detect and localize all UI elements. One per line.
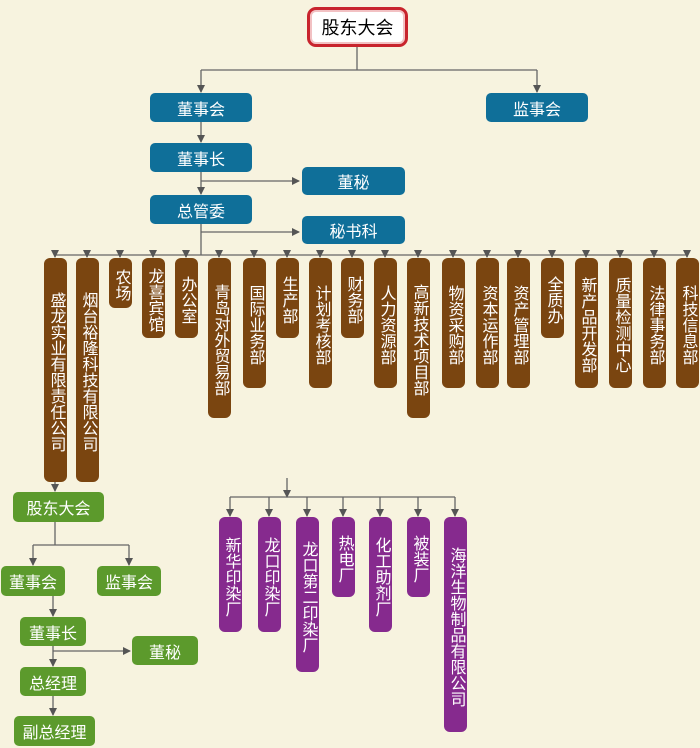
deputy-general-manager-box: 副总经理 (14, 716, 95, 746)
department-box: 农场 (108, 258, 132, 308)
department-box: 高新技术项目部 (406, 258, 430, 418)
board-secretary-box: 董秘 (302, 167, 405, 195)
department-box: 青岛对外贸易部 (207, 258, 231, 418)
management-committee-box: 总管委 (150, 195, 252, 224)
department-box: 人力资源部 (373, 258, 397, 388)
factory-box: 海洋生物制品有限公司 (443, 517, 467, 732)
department-box: 科技信息部 (675, 258, 699, 388)
factory-box: 被装厂 (406, 517, 430, 597)
secretariat-box: 秘书科 (302, 216, 405, 244)
subsidiary-supervisors-box: 监事会 (97, 566, 161, 596)
department-box: 质量检测中心 (608, 258, 632, 388)
board-of-supervisors-box: 监事会 (486, 93, 588, 122)
department-box: 全质办 (540, 258, 564, 338)
department-box: 资产管理部 (506, 258, 530, 388)
subsidiary-secretary-box: 董秘 (132, 636, 198, 665)
department-box: 新产品开发部 (574, 258, 598, 388)
department-box: 办公室 (174, 258, 198, 338)
subsidiary-board-box: 董事会 (1, 566, 65, 596)
subsidiary-chairman-box: 董事长 (20, 617, 86, 646)
department-box: 盛龙实业有限责任公司 (43, 258, 67, 482)
factory-box: 化工助剂厂 (368, 517, 392, 632)
shareholders-meeting-box: 股东大会 (307, 7, 408, 47)
department-box: 法律事务部 (642, 258, 666, 388)
subsidiary-shareholders-box: 股东大会 (13, 492, 104, 522)
chairman-box: 董事长 (150, 143, 252, 172)
general-manager-box: 总经理 (20, 667, 86, 696)
board-of-directors-box: 董事会 (150, 93, 252, 122)
department-box: 物资采购部 (441, 258, 465, 388)
department-box: 资本运作部 (475, 258, 499, 388)
factory-box: 龙口印染厂 (257, 517, 281, 632)
department-box: 烟台裕隆科技有限公司 (75, 258, 99, 482)
factory-box: 龙口第二印染厂 (295, 517, 319, 672)
factory-box: 热电厂 (331, 517, 355, 597)
department-box: 生产部 (275, 258, 299, 338)
department-box: 财务部 (340, 258, 364, 338)
department-box: 计划考核部 (308, 258, 332, 388)
factory-box: 新华印染厂 (218, 517, 242, 632)
department-box: 国际业务部 (242, 258, 266, 388)
department-box: 龙喜宾馆 (141, 258, 165, 338)
